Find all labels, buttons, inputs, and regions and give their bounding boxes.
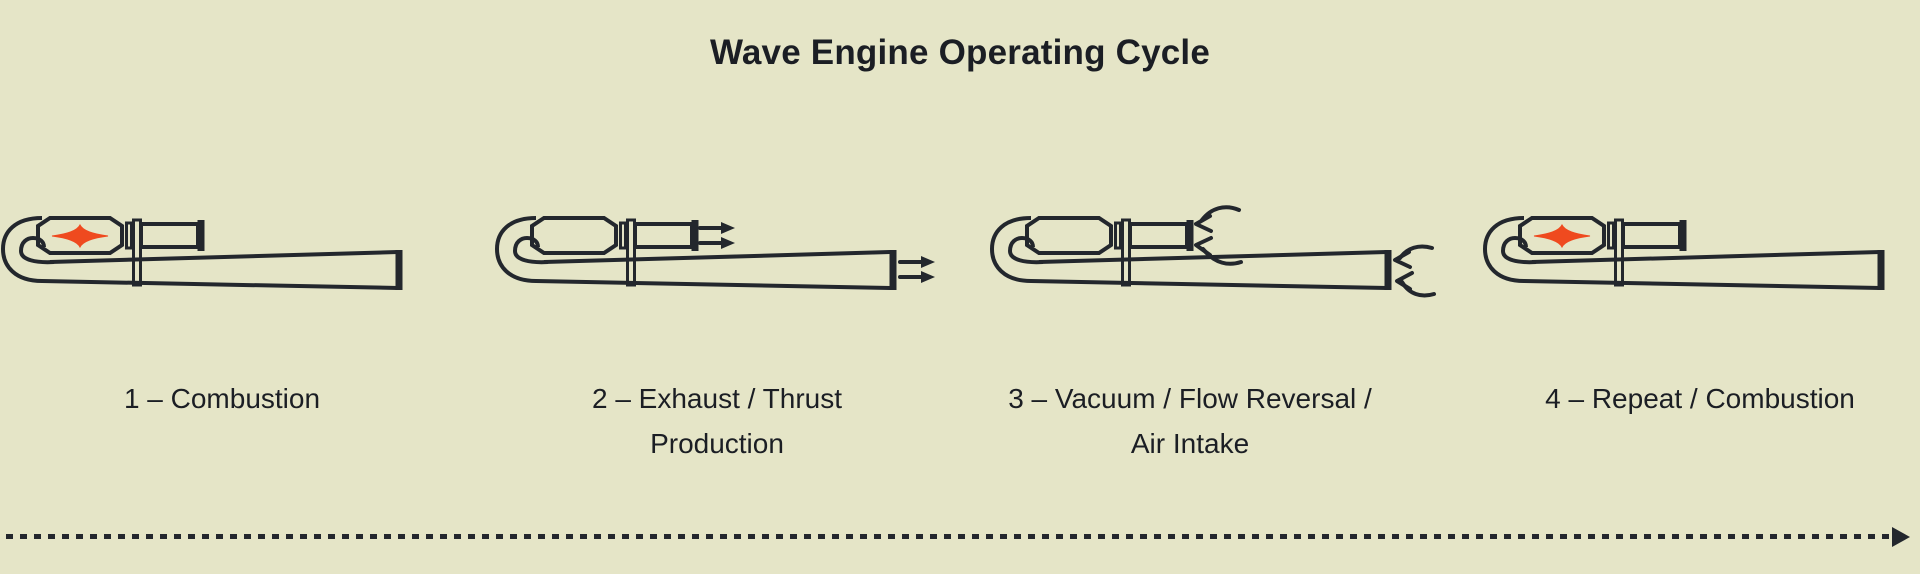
stage-caption-4: 4 – Repeat / Combustion [1470,376,1920,421]
stage-caption-3: 3 – Vacuum / Flow Reversal / Air Intake [1005,376,1375,466]
engine-outline [992,218,1388,290]
stage-caption-line: Production [650,428,784,459]
stage-caption-line: 1 – Combustion [123,383,321,414]
stage-caption-2: 2 – Exhaust / Thrust Production [552,376,882,466]
page-title: Wave Engine Operating Cycle [709,33,1211,72]
stage-caption-line: Air Intake [1130,428,1250,459]
engine-outline [1485,218,1881,290]
cycle-timeline-dotted-line [6,534,1890,539]
stage-caption-1: 1 – Combustion [22,376,422,421]
engine-diagram-stage-3 [989,170,1459,320]
stage-caption-line: 4 – Repeat / Combustion [1545,383,1855,414]
engine-diagram-stage-1 [0,170,470,320]
engine-outline [3,218,399,290]
intake-arrows-icon [1196,207,1434,295]
engine-diagram-stage-4 [1482,170,1920,320]
stage-caption-line: 2 – Exhaust / Thrust [591,383,843,414]
engine-outline [497,218,893,290]
timeline-arrowhead-icon [1892,527,1910,547]
combustion-spark-icon [52,225,108,247]
stage-caption-line: 3 – Vacuum / Flow Reversal / [1008,383,1372,414]
combustion-spark-icon [1534,225,1590,247]
engine-diagram-stage-2 [494,170,964,320]
